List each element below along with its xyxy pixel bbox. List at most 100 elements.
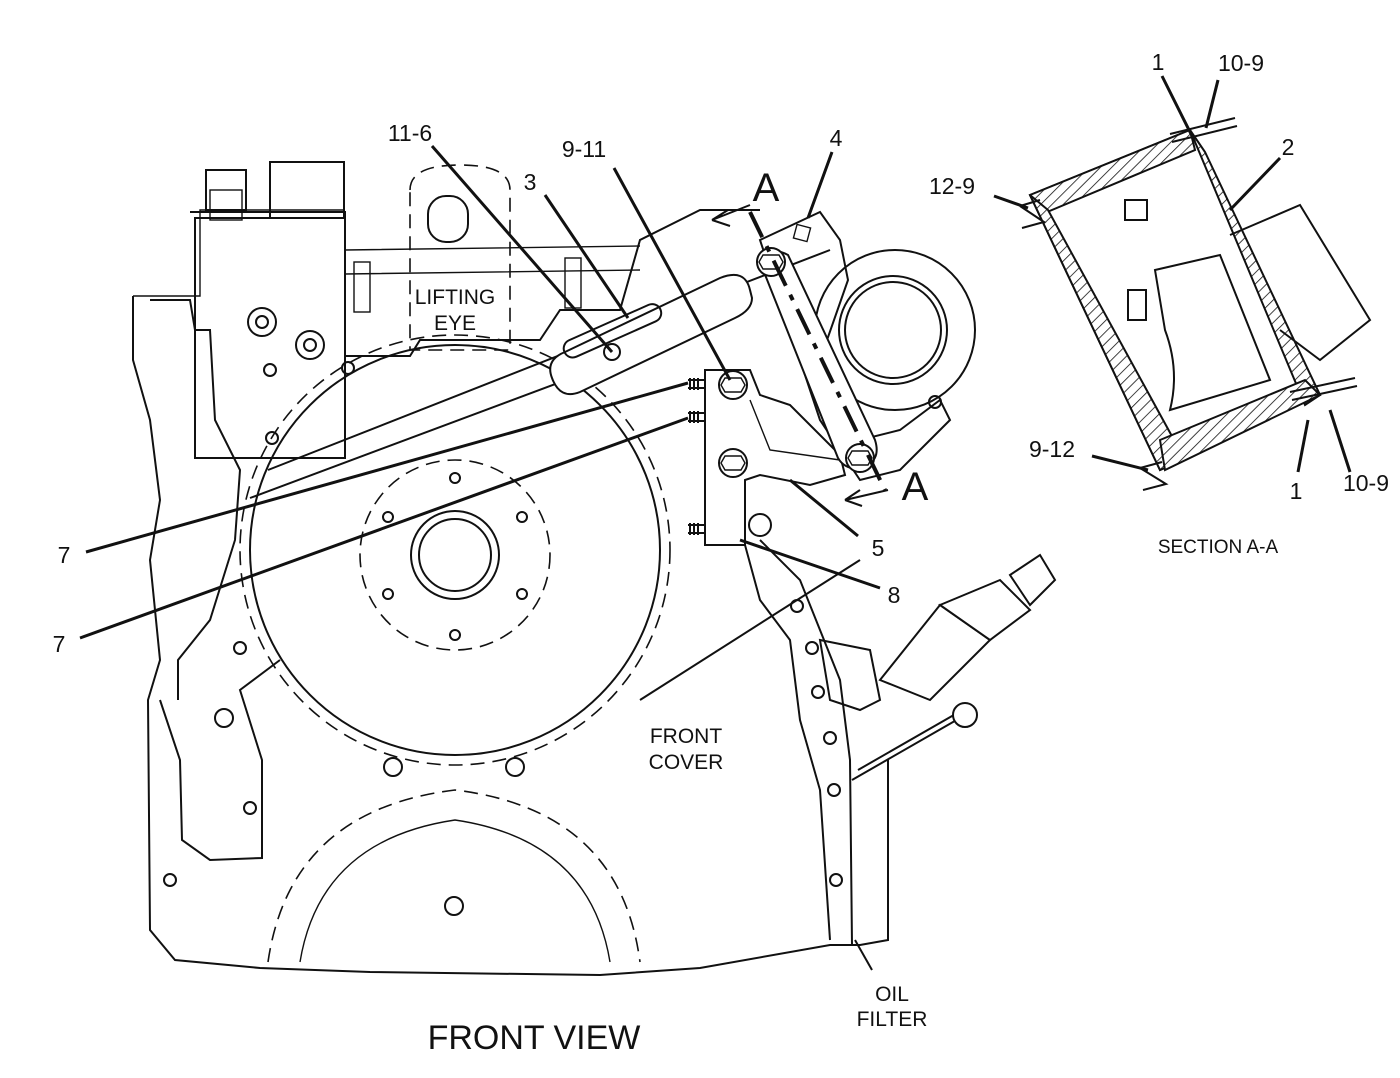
alternator-tab [792, 223, 812, 243]
hub-bolts [382, 472, 528, 641]
callout-section-1-bottom: 1 [1290, 478, 1303, 504]
callout-7-lower: 7 [53, 631, 66, 657]
front-cover-edge [744, 544, 831, 941]
bolt-lower-bracket [718, 448, 748, 478]
label-lifting-eye-2: EYE [434, 312, 476, 335]
belt-bottom [639, 559, 861, 701]
section-hatch-bottom [1158, 378, 1322, 472]
callout-section-1-top: 1 [1152, 49, 1165, 75]
oil-filter-leader [854, 939, 873, 971]
leader-s9-12 [1091, 454, 1149, 472]
section-a-a-drawing [1019, 117, 1372, 491]
section-hatch-left [1029, 194, 1187, 472]
cover-bolts [163, 361, 843, 916]
ecm-bolt-2 [295, 330, 325, 360]
crankshaft-bore [410, 510, 500, 600]
label-oil-filter-1: OIL [875, 983, 909, 1006]
section-bolt-bottom [1139, 461, 1169, 491]
section-stud-top [1169, 117, 1238, 143]
section-cut-line [711, 204, 889, 507]
text-labels: LIFTING EYE FRONT COVER OIL FILTER FRONT… [53, 49, 1389, 1057]
callout-8: 8 [888, 582, 901, 608]
alternator-inner-2 [844, 281, 942, 379]
ecm-bolt-2-inner [303, 338, 317, 352]
cut-arrow-top [711, 204, 751, 227]
engine-block-outline [132, 296, 889, 977]
bolt-8 [748, 513, 772, 537]
callout-7-upper: 7 [58, 542, 71, 568]
block-edge [133, 209, 345, 297]
callout-11-6: 11-6 [388, 120, 432, 146]
section-inner-bracket [1153, 253, 1272, 412]
label-front-view: FRONT VIEW [428, 1019, 641, 1057]
oil-filter-base [818, 638, 882, 712]
cut-line [748, 211, 887, 491]
adjusting-slot [562, 303, 663, 359]
leader-s1-top [1160, 75, 1194, 137]
oil-filter-neck [937, 578, 1032, 642]
leader-5 [789, 478, 859, 538]
leader-3 [543, 194, 630, 319]
ecm-connector-detail [209, 189, 243, 221]
ecm-connector [205, 169, 247, 211]
callout-section-12-9: 12-9 [929, 173, 975, 199]
label-section-a-a: SECTION A-A [1158, 537, 1279, 558]
section-marker-bottom: A [902, 465, 929, 509]
ecm-bolt [247, 307, 277, 337]
section-hatch-top [1028, 128, 1197, 217]
leader-s10-9-bottom [1328, 409, 1352, 473]
leader-4 [806, 151, 834, 219]
crankshaft-damper [239, 334, 671, 766]
ecm-box-upper [269, 161, 345, 219]
dipstick-handle [952, 702, 978, 728]
label-oil-filter-2: FILTER [857, 1008, 928, 1031]
leader-s10-9-top [1204, 79, 1220, 129]
leader-8 [739, 538, 881, 590]
callout-5: 5 [872, 535, 885, 561]
leader-7b [79, 416, 689, 640]
section-stud-bottom [1289, 377, 1358, 401]
alternator-inner [838, 275, 948, 385]
leader-11-6 [430, 145, 614, 353]
front-cover-left-edge [159, 659, 281, 862]
leader-9-11 [612, 167, 732, 381]
stud-studs [688, 378, 705, 535]
section-pulley-profile [1229, 203, 1372, 362]
cut-arrow-bottom [844, 489, 889, 507]
leader-s12-9 [993, 194, 1029, 210]
label-front-cover-2: COVER [649, 751, 724, 774]
callout-4: 4 [830, 125, 843, 151]
leader-7a [85, 381, 689, 554]
section-inner-bolt [1127, 289, 1147, 321]
callout-9-11: 9-11 [562, 136, 606, 162]
lifting-eye-hole [427, 195, 469, 243]
callout-section-10-9-top: 10-9 [1218, 50, 1264, 76]
callout-section-10-9-bottom: 10-9 [1343, 470, 1389, 496]
callout-3: 3 [524, 169, 537, 195]
clip-1 [353, 261, 371, 313]
dipstick-tube [851, 707, 967, 781]
section-marker-top: A [753, 166, 780, 210]
alternator-pin-2 [928, 395, 942, 409]
callout-section-2: 2 [1282, 134, 1295, 160]
lifting-eye [409, 164, 511, 351]
label-front-cover-1: FRONT [650, 725, 722, 748]
lower-housing-inner [299, 819, 611, 963]
adjusting-bracket [549, 274, 754, 396]
mounting-bracket [704, 369, 847, 546]
crankshaft-hub [359, 459, 551, 651]
front-cover-edge-2 [759, 539, 853, 946]
fuel-line [344, 245, 641, 275]
leader-lines [79, 75, 1352, 640]
ecm-bolt-inner [255, 315, 269, 329]
crankshaft-bore-inner [418, 518, 492, 592]
lower-housing [267, 789, 641, 963]
bracket-rib [749, 399, 841, 461]
leader-s2 [1228, 156, 1282, 212]
oil-filter-cap [1008, 553, 1057, 607]
bolt-9-11-upper [718, 370, 748, 400]
engine-left-side [150, 299, 242, 700]
leader-s1-bottom [1296, 419, 1310, 473]
crankshaft-pulley [249, 344, 661, 756]
